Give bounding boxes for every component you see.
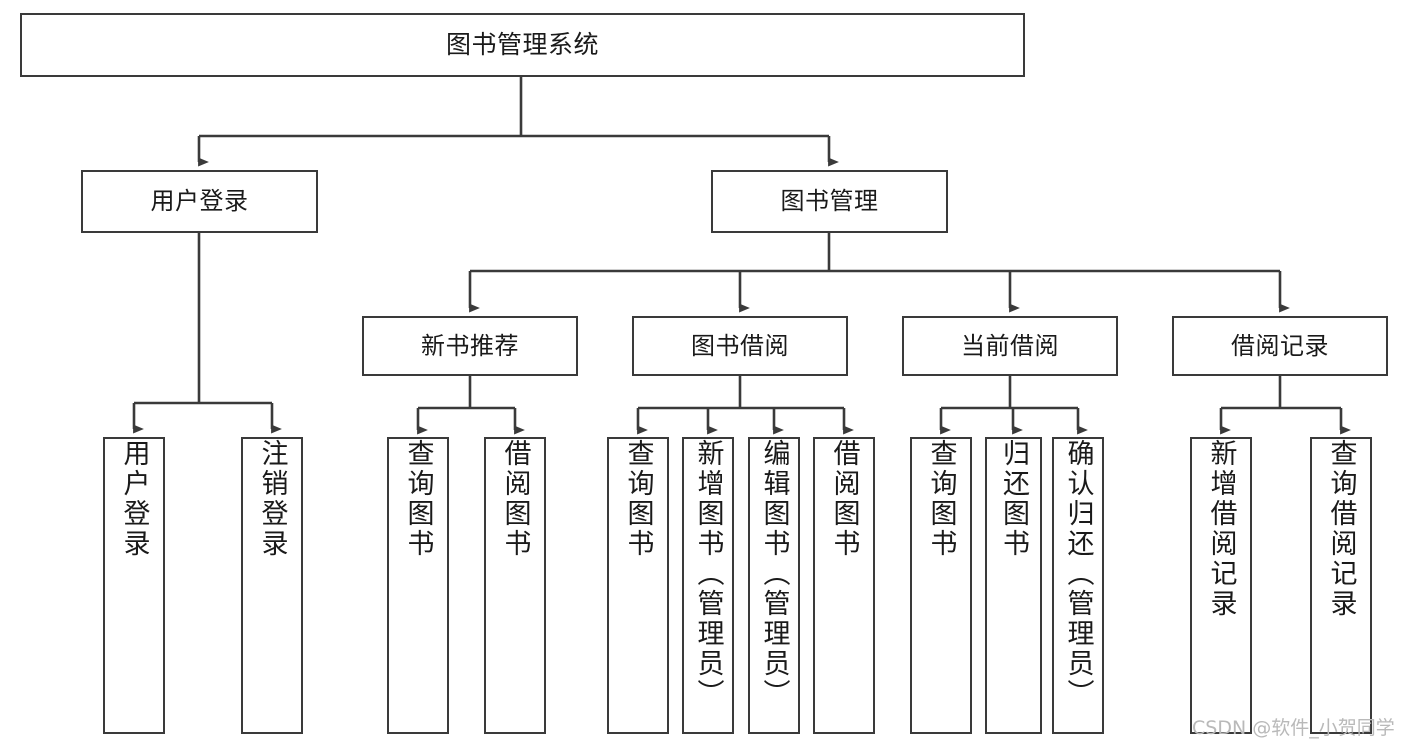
node-current-borrow[interactable]: 当前借阅 [902,316,1118,376]
node-leaf-cur-return-book[interactable]: 归还图书 [985,437,1042,734]
edges-group [132,77,1351,435]
node-root-label: 图书管理系统 [445,30,599,60]
node-leaf-rec-query-record[interactable]: 查询借阅记录 [1310,437,1372,734]
csdn-watermark: CSDN @软件_小贺同学 [1192,717,1395,739]
node-leaf-borrow-lend-book[interactable]: 借阅图书 [813,437,875,734]
node-leaf-cur-query-book[interactable]: 查询图书 [910,437,972,734]
node-leaf-user-login-label: 用户登录 [118,439,150,559]
node-book-manage[interactable]: 图书管理 [711,170,948,233]
node-user-login[interactable]: 用户登录 [81,170,318,233]
node-leaf-rec-borrow-book-label: 借阅图书 [499,439,531,559]
node-book-manage-label: 图书管理 [780,187,879,216]
node-leaf-rec-query-book-label: 查询图书 [402,439,434,559]
node-leaf-user-logout-label: 注销登录 [256,439,288,559]
node-leaf-borrow-add-book[interactable]: 新增图书（管理员） [682,437,734,734]
node-leaf-borrow-query-book-label: 查询图书 [622,439,654,559]
node-leaf-rec-add-record-label: 新增借阅记录 [1205,439,1237,619]
node-new-book-rec[interactable]: 新书推荐 [362,316,578,376]
node-current-borrow-label: 当前借阅 [961,331,1059,360]
node-leaf-borrow-add-book-label: 新增图书（管理员） [692,439,724,709]
node-leaf-cur-confirm-return[interactable]: 确认归还（管理员） [1052,437,1104,734]
node-root[interactable]: 图书管理系统 [20,13,1025,77]
node-book-borrow[interactable]: 图书借阅 [632,316,848,376]
node-leaf-rec-add-record[interactable]: 新增借阅记录 [1190,437,1252,734]
node-leaf-borrow-edit-book[interactable]: 编辑图书（管理员） [748,437,800,734]
node-leaf-user-logout[interactable]: 注销登录 [241,437,303,734]
node-leaf-rec-query-book[interactable]: 查询图书 [387,437,449,734]
node-leaf-cur-return-book-label: 归还图书 [998,439,1030,559]
node-leaf-rec-query-record-label: 查询借阅记录 [1325,439,1357,619]
node-leaf-user-login[interactable]: 用户登录 [103,437,165,734]
node-new-book-rec-label: 新书推荐 [421,331,519,360]
node-borrow-record[interactable]: 借阅记录 [1172,316,1388,376]
node-leaf-cur-confirm-return-label: 确认归还（管理员） [1062,439,1094,709]
node-book-borrow-label: 图书借阅 [691,331,789,360]
node-borrow-record-label: 借阅记录 [1231,331,1329,360]
node-leaf-borrow-query-book[interactable]: 查询图书 [607,437,669,734]
node-leaf-borrow-lend-book-label: 借阅图书 [828,439,860,559]
node-leaf-cur-query-book-label: 查询图书 [925,439,957,559]
node-leaf-rec-borrow-book[interactable]: 借阅图书 [484,437,546,734]
node-leaf-borrow-edit-book-label: 编辑图书（管理员） [758,439,790,709]
node-user-login-label: 用户登录 [150,187,249,216]
